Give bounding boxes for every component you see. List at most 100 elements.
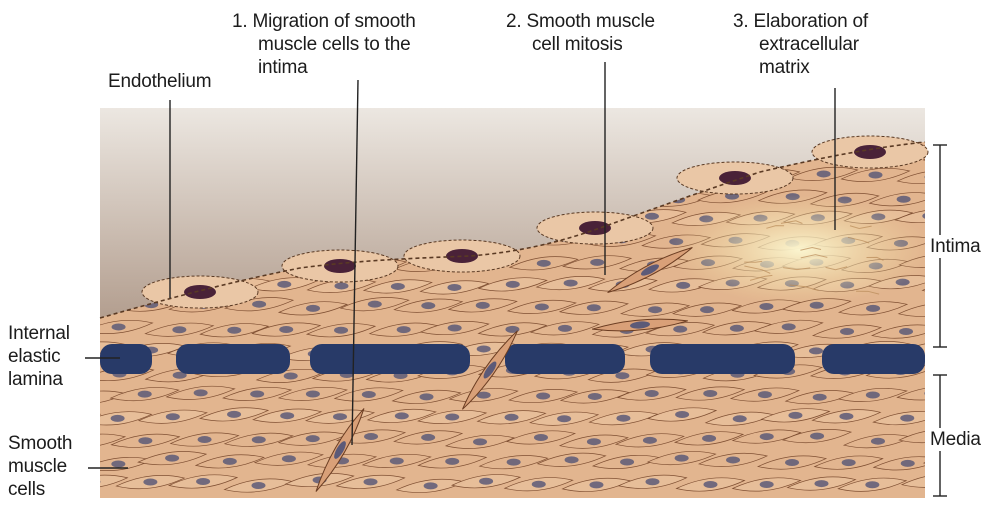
nucleus: [675, 411, 689, 418]
smc-line-2: muscle: [8, 455, 72, 478]
step2-line-2: cell mitosis: [506, 33, 655, 56]
lamina-line-1: Internal: [8, 322, 70, 345]
nucleus: [252, 301, 266, 308]
nucleus: [166, 413, 180, 420]
nucleus: [138, 391, 152, 398]
nucleus: [85, 345, 99, 352]
nucleus: [448, 325, 462, 332]
nucleus: [782, 323, 796, 330]
nucleus: [477, 345, 491, 352]
endothelial-cell: [812, 136, 928, 168]
nucleus: [758, 391, 772, 398]
nucleus: [306, 390, 320, 397]
nucleus: [926, 306, 940, 313]
nucleus: [700, 306, 714, 313]
nucleus: [391, 283, 405, 290]
nucleus: [869, 171, 883, 178]
nucleus: [616, 415, 630, 422]
nucleus: [589, 481, 603, 488]
nucleus: [476, 302, 490, 309]
nucleus: [558, 325, 572, 332]
step1-label: 1. Migration of smooth muscle cells to t…: [232, 10, 416, 79]
nucleus: [86, 478, 100, 485]
nucleus: [730, 325, 744, 332]
nucleus: [929, 477, 943, 484]
nucleus: [395, 412, 409, 419]
nucleus: [198, 436, 212, 443]
nucleus: [809, 347, 823, 354]
extracellular-matrix: [670, 195, 930, 305]
nucleus: [421, 434, 435, 441]
nucleus: [842, 459, 856, 466]
nucleus: [719, 171, 751, 185]
nucleus: [421, 302, 435, 309]
nucleus: [479, 478, 493, 485]
nucleus: [814, 480, 828, 487]
nucleus: [587, 438, 601, 445]
nucleus: [445, 413, 459, 420]
nucleus: [196, 478, 210, 485]
step3-line-2: extracellular: [733, 33, 868, 56]
nucleus: [759, 303, 773, 310]
nucleus: [424, 482, 438, 489]
nucleus: [956, 413, 970, 420]
nucleus: [333, 413, 347, 420]
nucleus: [817, 170, 831, 177]
nucleus: [364, 478, 378, 485]
nucleus: [897, 196, 911, 203]
nucleus: [588, 393, 602, 400]
step1-line-3: intima: [232, 56, 416, 79]
lamina-line-2: elastic: [8, 345, 70, 368]
nucleus: [507, 459, 521, 466]
smooth-muscle-cell: [31, 276, 99, 289]
nucleus: [564, 280, 578, 287]
nucleus: [536, 393, 550, 400]
nucleus: [368, 301, 382, 308]
endothelial-cell: [537, 212, 653, 244]
media-text: Media: [930, 428, 981, 451]
nucleus: [950, 152, 964, 159]
nucleus: [334, 327, 348, 334]
nucleus: [390, 457, 404, 464]
nucleus: [84, 437, 98, 444]
nucleus: [397, 326, 411, 333]
smooth-muscle-cell: [922, 280, 989, 293]
nucleus: [924, 390, 938, 397]
smooth-muscle-cell: [924, 452, 989, 465]
nucleus: [282, 455, 296, 462]
smooth-muscle-cell: [30, 147, 98, 160]
lamina-line-3: lamina: [8, 368, 70, 391]
nucleus: [620, 458, 634, 465]
nucleus: [223, 458, 237, 465]
elastic-lamina-segment: [822, 344, 925, 374]
nucleus: [871, 438, 885, 445]
nucleus: [85, 394, 99, 401]
nucleus: [645, 478, 659, 485]
nucleus: [362, 391, 376, 398]
elastic-lamina-segment: [176, 344, 290, 374]
nucleus: [138, 437, 152, 444]
nucleus: [951, 456, 965, 463]
step1-line-2: muscle cells to the: [232, 33, 416, 56]
nucleus: [334, 282, 348, 289]
nucleus: [785, 459, 799, 466]
nucleus: [922, 213, 936, 220]
nucleus: [899, 328, 913, 335]
smooth-muscle-cells-label: Smooth muscle cells: [8, 432, 72, 501]
nucleus: [840, 328, 854, 335]
nucleus: [703, 390, 717, 397]
smooth-muscle-cell: [926, 325, 989, 338]
nucleus: [557, 415, 571, 422]
nucleus: [535, 303, 549, 310]
step3-line-3: matrix: [733, 56, 868, 79]
nucleus: [284, 372, 298, 379]
nucleus: [82, 217, 96, 224]
nucleus: [901, 460, 915, 467]
step3-line-1: 3. Elaboration of: [733, 10, 868, 33]
smc-line-3: cells: [8, 478, 72, 501]
nucleus: [532, 481, 546, 488]
nucleus: [277, 281, 291, 288]
nucleus: [447, 284, 461, 291]
nucleus: [645, 390, 659, 397]
